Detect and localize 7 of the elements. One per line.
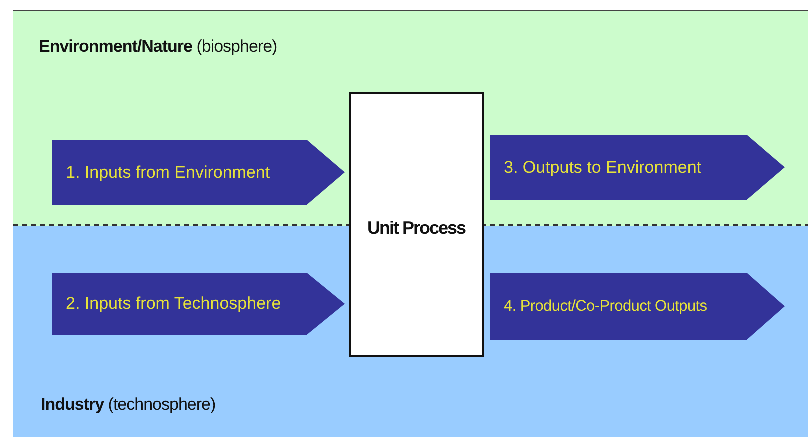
process-box: Unit Process (349, 92, 484, 357)
arrow-label: 1. Inputs from Environment (66, 162, 270, 182)
band-heading: Industry (technosphere) (41, 395, 216, 415)
band-heading: Environment/Nature (biosphere) (39, 37, 278, 57)
arrow-label: 4. Product/Co-Product Outputs (504, 298, 708, 316)
arrow-label: 3. Outputs to Environment (504, 158, 702, 178)
arrow-label: 2. Inputs from Technosphere (66, 294, 282, 314)
